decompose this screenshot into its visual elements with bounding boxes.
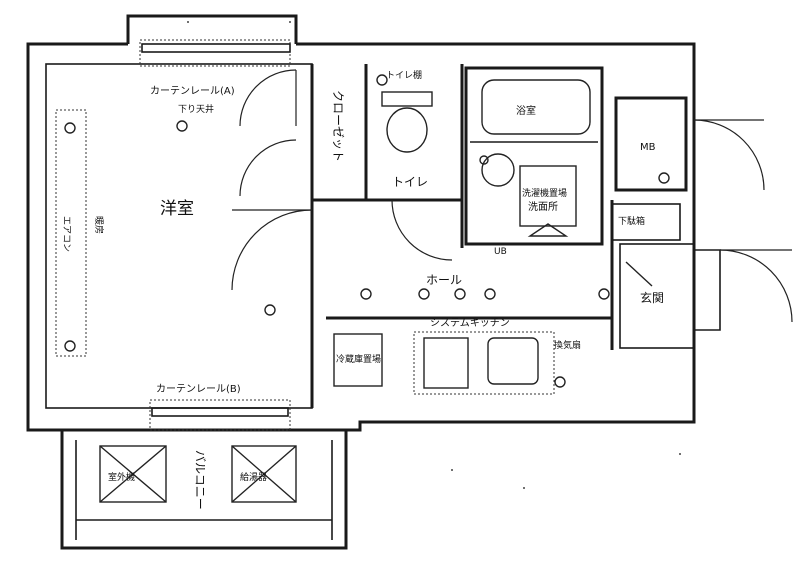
outlet-icon (418, 288, 430, 300)
toilet-tank (381, 91, 433, 107)
kitchen-stove (423, 337, 469, 389)
label-fridge: 冷蔵庫置場 (336, 353, 381, 365)
outlet-icon (454, 288, 466, 300)
outlets (64, 74, 670, 388)
speck (451, 469, 453, 471)
label-washer: 洗濯機置場 (522, 187, 567, 199)
label-system-kitchen: システムキッチン (430, 317, 510, 329)
annotation-labels: カーテンレール(A) 下り天井 カーテンレール(B) トイレ棚 システムキッチン… (61, 69, 656, 483)
windows (141, 43, 291, 417)
outlet-icon (376, 74, 388, 86)
speck (289, 21, 291, 23)
label-western-room: 洋室 (160, 199, 194, 219)
label-meter: MB (640, 142, 656, 153)
fridge-box (333, 333, 383, 387)
bath-block (464, 66, 604, 246)
outlet-icon (64, 122, 76, 134)
bathtub (481, 79, 591, 135)
toilet-bowl (386, 107, 428, 153)
scan-specks (187, 21, 681, 489)
label-bath: 浴室 (516, 104, 536, 117)
speck (523, 487, 525, 489)
interior-walls (45, 63, 695, 409)
outlet-icon (484, 288, 496, 300)
label-washroom: 洗面所 (528, 201, 558, 213)
outdoor-unit (99, 445, 167, 503)
speck (679, 453, 681, 455)
outlet-icon (360, 288, 372, 300)
fixtures (99, 79, 653, 503)
doors (231, 69, 793, 323)
kitchen-sink (487, 337, 539, 385)
entrance-step (625, 261, 653, 287)
label-hanging-cabinet: 下り天井 (178, 103, 214, 115)
meter-box (614, 96, 688, 192)
label-hall: ホール (426, 273, 462, 287)
window-top (141, 43, 291, 53)
room-labels: 洋室 クローゼット トイレ 浴室 洗面所 ホール 玄関 バルコニー (160, 90, 664, 510)
outlet-icon (176, 120, 188, 132)
shoe-box-outline (611, 203, 681, 241)
hatching (55, 39, 555, 431)
balcony-wall (60, 430, 348, 550)
label-curtain-rail-bottom: カーテンレール(B) (156, 383, 241, 395)
outlet-icon (598, 288, 610, 300)
hot-water-x2 (231, 445, 297, 503)
outer-wall-main (26, 42, 696, 432)
door-meter-swing (693, 119, 765, 191)
top-bay-wall (126, 14, 298, 44)
window-bottom-hatch (149, 399, 291, 431)
label-unit-bath: UB (494, 247, 507, 257)
label-closet: クローゼット (331, 90, 345, 162)
outlet-icon (479, 155, 489, 165)
speck (187, 21, 189, 23)
outlet-icon (658, 172, 670, 184)
door-room-swing (231, 209, 313, 291)
label-outdoor-unit: 室外機 (108, 471, 135, 483)
label-entrance: 玄関 (640, 290, 664, 305)
door-toilet-swing (391, 199, 453, 261)
label-ventilation: 換気扇 (554, 339, 581, 351)
entrance-notch (694, 249, 721, 331)
outlet-icon (264, 304, 276, 316)
outlet-icon (64, 340, 76, 352)
window-bottom (151, 407, 289, 417)
washer-drain (527, 223, 569, 237)
label-towel-shelf: トイレ棚 (386, 69, 422, 81)
label-heater: 暖房 (93, 216, 105, 234)
label-ac-unit: エアコン (61, 216, 71, 252)
outlet-icon (554, 376, 566, 388)
door-closet-swing-2 (239, 139, 297, 197)
entrance-box (619, 243, 695, 349)
hot-water-unit (231, 445, 297, 503)
outdoor-unit-x2 (99, 445, 167, 503)
kitchen-counter-hatch (413, 331, 555, 395)
door-entrance-swing (719, 249, 793, 323)
exterior-walls (26, 14, 721, 550)
closet-hatch-left (55, 109, 87, 357)
label-hot-water: 給湯器 (240, 471, 267, 483)
label-balcony: バルコニー (193, 450, 207, 510)
label-curtain-rail-top: カーテンレール(A) (150, 85, 235, 97)
washer (519, 165, 577, 227)
label-shoe-box: 下駄箱 (618, 215, 645, 227)
door-closet-swing (239, 69, 297, 127)
label-toilet: トイレ (392, 175, 428, 189)
washbasin (481, 153, 515, 187)
